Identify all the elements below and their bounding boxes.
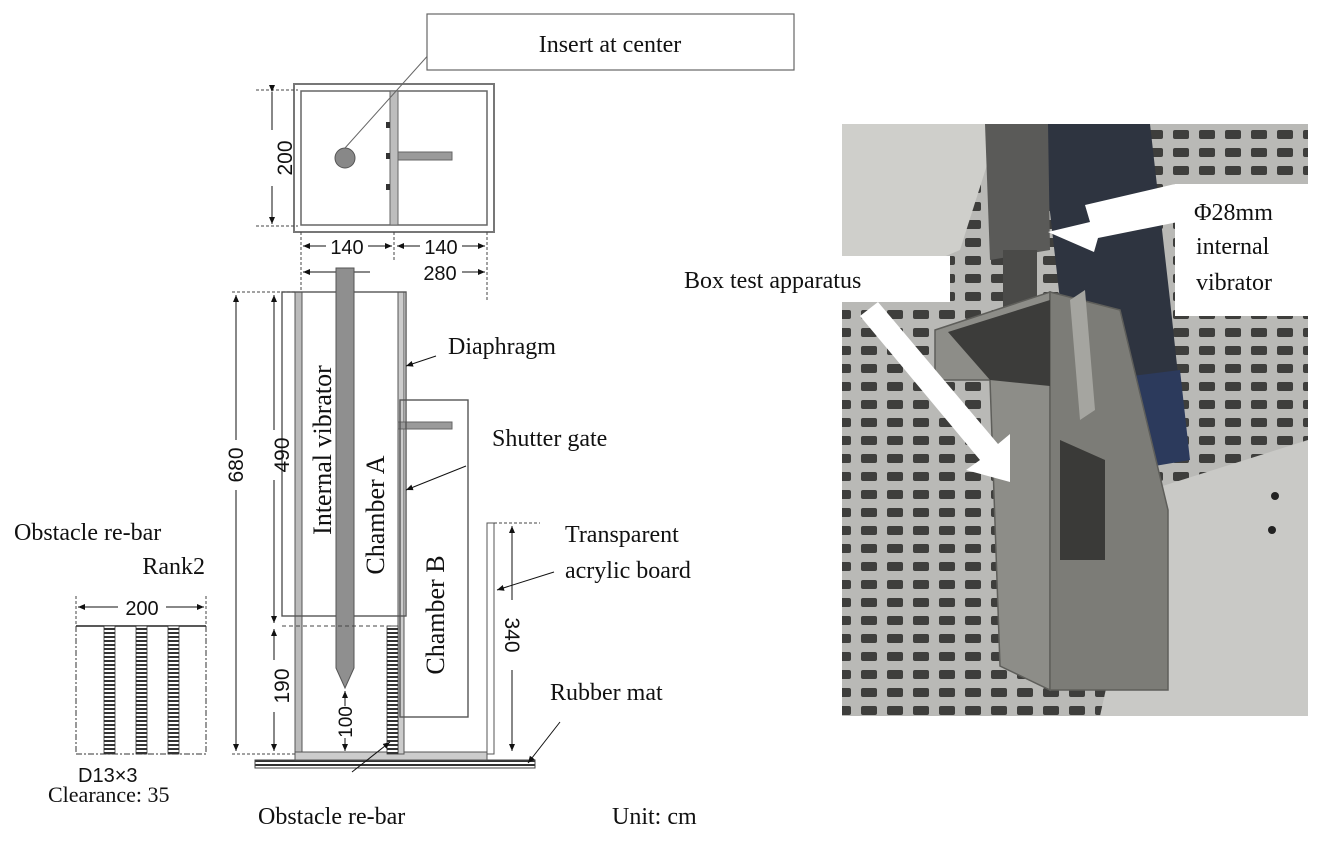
label-obstacle-1: Obstacle re-bar bbox=[14, 520, 161, 546]
rebar-1 bbox=[103, 625, 116, 755]
dim-label-140-left: 140 bbox=[330, 237, 363, 259]
label-obstacle-2: Rank2 bbox=[142, 554, 205, 580]
arrow-box bbox=[860, 302, 1010, 482]
obstacle-rebar-side bbox=[386, 625, 399, 755]
callout-obstacle-bottom: Obstacle re-bar bbox=[258, 741, 405, 830]
box-label-bg bbox=[672, 256, 950, 302]
chamber-b-outline bbox=[399, 399, 469, 718]
side-view bbox=[254, 267, 536, 769]
label-transparent-1: Transparent bbox=[565, 522, 679, 548]
shutter-gate bbox=[397, 421, 453, 430]
label-obstacle-bottom: Obstacle re-bar bbox=[258, 804, 405, 830]
dim-label-200-top: 200 bbox=[274, 140, 297, 175]
dim-label-100: 100 bbox=[336, 706, 357, 738]
label-unit: Unit: cm bbox=[612, 804, 697, 830]
label-box-test-apparatus: Box test apparatus bbox=[684, 268, 861, 294]
internal-vibrator-rod bbox=[335, 267, 355, 690]
label-clearance: Clearance: 35 bbox=[48, 782, 170, 807]
label-phi-28mm: Φ28mm bbox=[1194, 200, 1273, 226]
dim-top-height: 200 bbox=[256, 85, 298, 227]
callout-insert-label: Insert at center bbox=[539, 32, 682, 58]
rubber-mat-base bbox=[254, 759, 536, 769]
dim-side: 680 490 190 100 340 bbox=[225, 291, 540, 755]
label-chamber-b: Chamber B bbox=[421, 555, 450, 674]
label-transparent-2: acrylic board bbox=[565, 558, 691, 584]
label-shutter-gate: Shutter gate bbox=[492, 426, 607, 452]
label-diaphragm: Diaphragm bbox=[448, 334, 556, 360]
dim-label-490: 490 bbox=[271, 437, 294, 472]
callout-acrylic: Transparent acrylic board bbox=[496, 522, 691, 591]
label-chamber-a: Chamber A bbox=[361, 455, 390, 574]
vibrator-label-box bbox=[1175, 184, 1308, 316]
label-rebar-spec: D13×3 bbox=[78, 765, 138, 787]
top-view bbox=[293, 41, 495, 233]
label-vibrator: vibrator bbox=[1196, 270, 1272, 296]
arrow-vibrator bbox=[1048, 184, 1178, 252]
acrylic-board bbox=[486, 522, 495, 755]
diaphragm-plate bbox=[397, 291, 405, 755]
vibrator-insert-point bbox=[334, 147, 356, 169]
label-rubber-mat: Rubber mat bbox=[550, 680, 663, 706]
callout-diaphragm: Diaphragm bbox=[405, 334, 556, 367]
vibrator-motor bbox=[985, 124, 1050, 260]
dim-label-680: 680 bbox=[225, 447, 248, 482]
dim-label-280: 280 bbox=[423, 263, 456, 285]
dim-label-340: 340 bbox=[500, 617, 523, 652]
callout-rubber-mat: Rubber mat bbox=[527, 680, 663, 764]
label-internal-vibrator: Internal vibrator bbox=[308, 365, 337, 535]
dim-widths: 140 140 280 bbox=[300, 232, 488, 300]
dim-label-140-right: 140 bbox=[424, 237, 457, 259]
dim-label-200-rebar: 200 bbox=[125, 598, 158, 620]
label-internal: internal bbox=[1196, 234, 1270, 260]
dim-label-190: 190 bbox=[271, 668, 294, 703]
rebar-3 bbox=[167, 625, 180, 755]
photo: Φ28mm internal vibrator Box test apparat… bbox=[672, 124, 1308, 716]
rebar-2 bbox=[135, 625, 148, 755]
callout-insert-at-center: Insert at center bbox=[426, 13, 795, 71]
callout-shutter-gate: Shutter gate bbox=[405, 426, 607, 491]
obstacle-rebar-rank2: Obstacle re-bar Rank2 200 D13×3 Clearanc… bbox=[14, 520, 207, 807]
